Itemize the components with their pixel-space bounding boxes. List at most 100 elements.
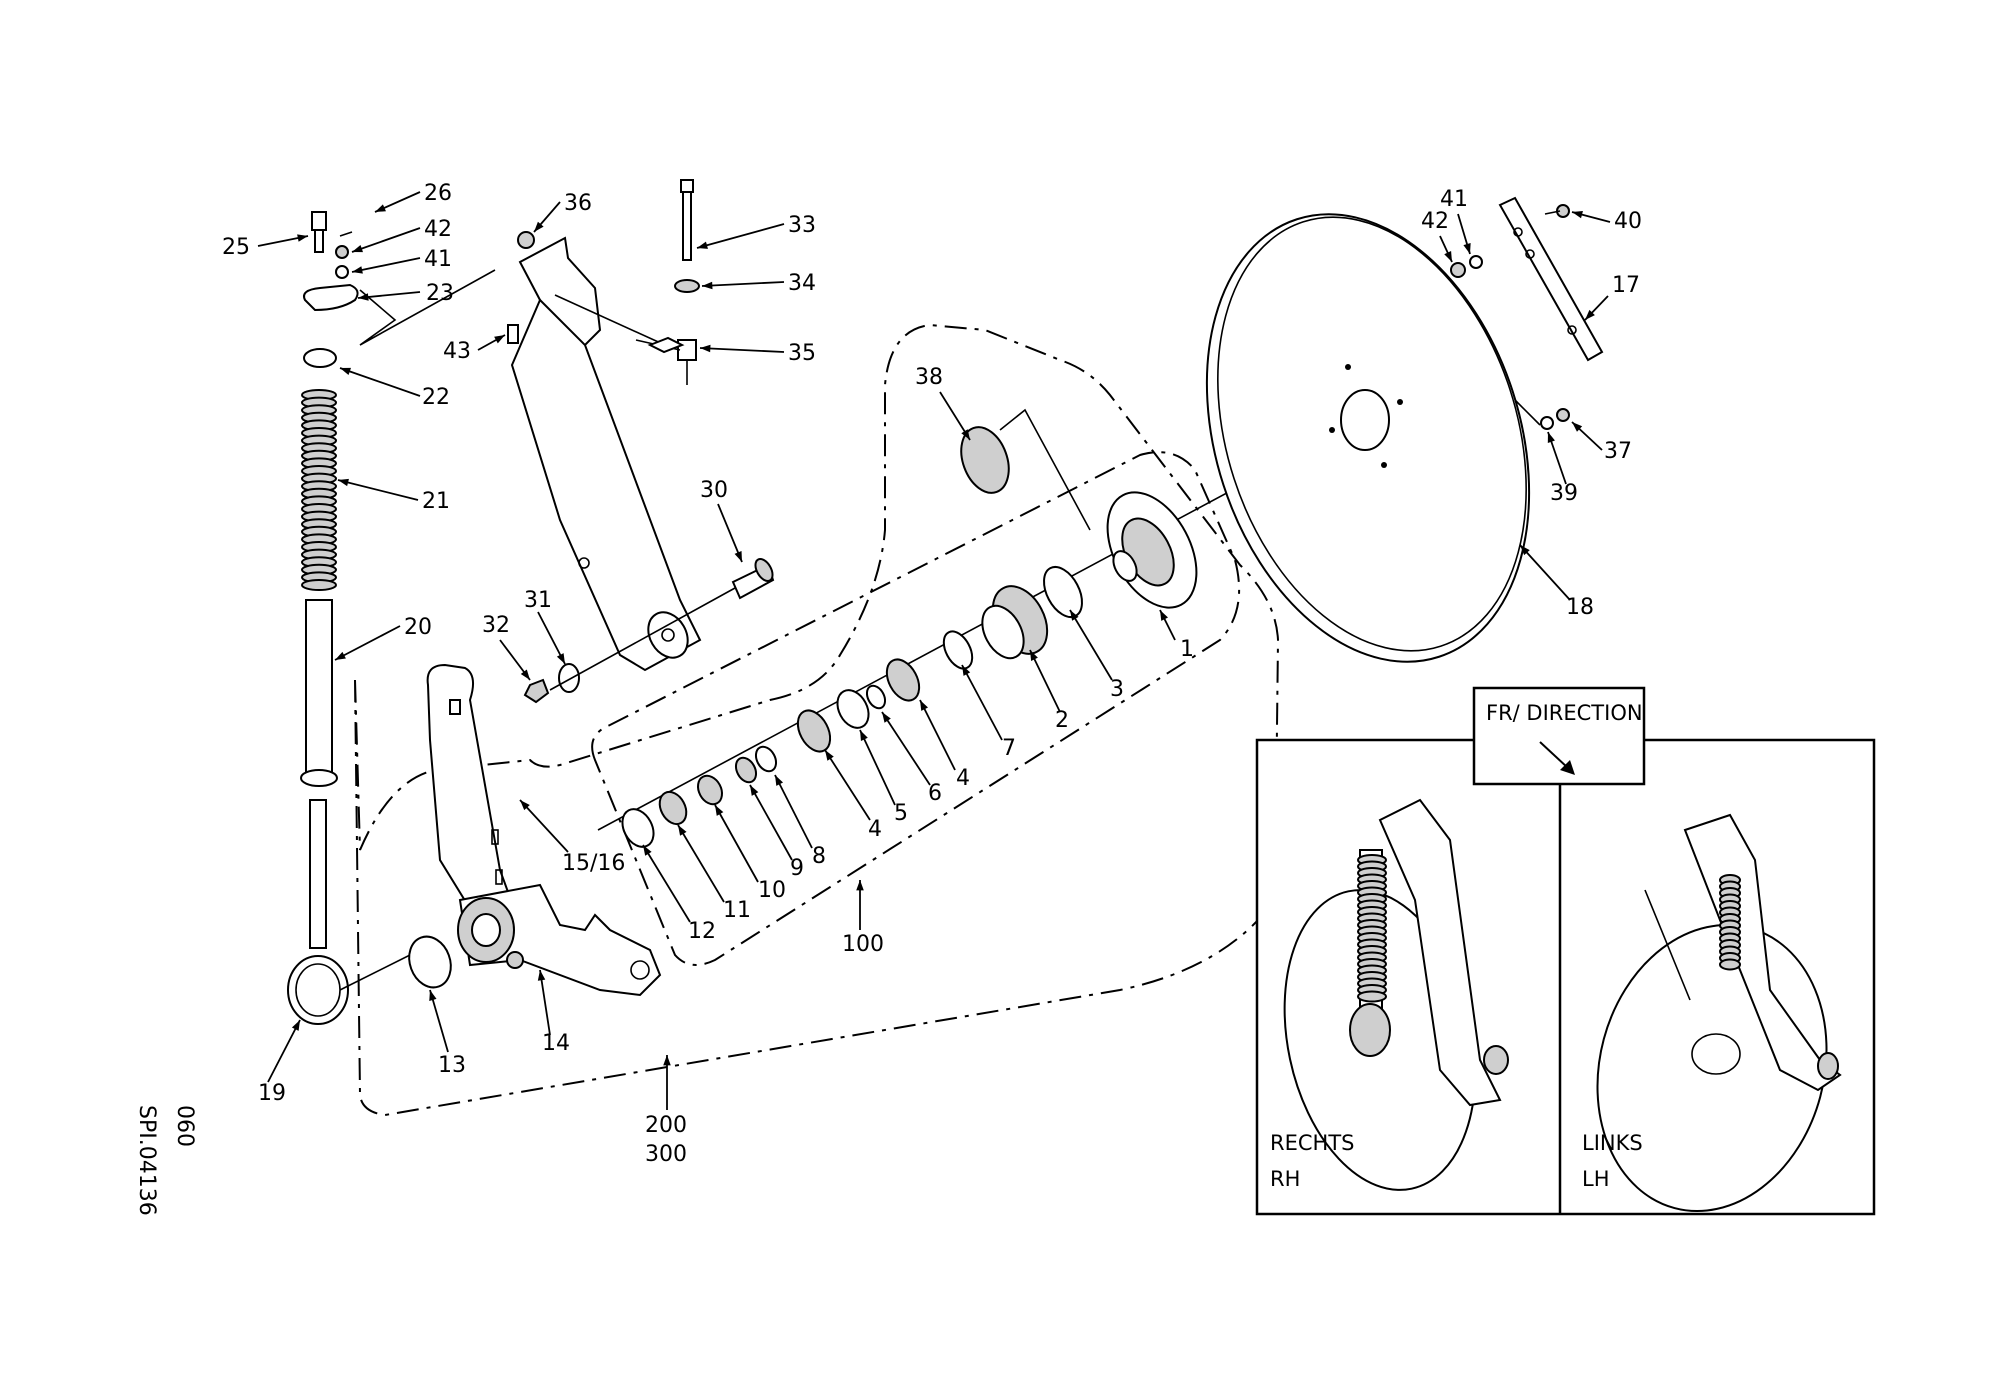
bracket-part-15-16 [426, 663, 522, 926]
leader-4b [824, 749, 871, 821]
leader-15-arrowhead [520, 800, 530, 811]
leader-33 [696, 223, 785, 249]
rod-eye-part-19 [287, 799, 349, 1025]
drawing-code-number: SPI.04136 [134, 1105, 159, 1216]
leader-9 [749, 784, 793, 861]
plate-part-23 [303, 269, 496, 346]
leader-34 [701, 281, 785, 287]
callout-40: 40 [1614, 209, 1642, 234]
leader-18 [1519, 544, 1571, 601]
callout-22: 22 [422, 385, 450, 410]
leader-10-arrowhead [715, 805, 724, 816]
leader-13-arrowhead [429, 990, 437, 1001]
washer-part-41-left [335, 265, 349, 279]
leader-7-arrowhead [962, 665, 971, 676]
callout-12: 12 [688, 919, 716, 944]
label-lh: LH [1582, 1167, 1610, 1191]
scraper-part-17 [1498, 196, 1604, 362]
direction-arrow [1539, 741, 1569, 769]
callout-42-left: 42 [424, 217, 452, 242]
tube-part-20 [300, 599, 338, 787]
leader-42-left [351, 227, 421, 253]
pin-part-26 [339, 231, 353, 237]
arm-bracket [510, 231, 702, 672]
sleeve-part-35 [677, 339, 697, 385]
leader-14 [539, 969, 551, 1036]
callout-300: 300 [645, 1142, 687, 1167]
leader-25-arrowhead [297, 234, 308, 242]
callout-3: 3 [1110, 677, 1124, 702]
leader-2 [1029, 649, 1061, 713]
callout-32: 32 [482, 613, 510, 638]
leader-5-arrowhead [860, 730, 868, 741]
leader-3 [1069, 609, 1113, 681]
lh-unit-part-29 [1596, 813, 1842, 1213]
callout-9: 9 [790, 856, 804, 881]
leader-31-arrowhead [556, 653, 565, 664]
bolt-part-37 [1556, 408, 1570, 422]
nut-part-42-right [1450, 262, 1466, 278]
leader-4a-arrowhead [920, 700, 928, 711]
axle-centerline [597, 434, 1336, 831]
bolt-part-43 [507, 324, 519, 344]
ring-part-13 [408, 935, 452, 989]
leader-42-right-arrowhead [1444, 251, 1452, 262]
leader-4a [919, 699, 956, 771]
washer-part-22 [303, 348, 337, 368]
leader-11 [677, 824, 725, 903]
leader-3-arrowhead [1070, 610, 1079, 621]
leader-12-arrowhead [643, 845, 652, 856]
seal-part-11 [658, 790, 688, 826]
callout-30: 30 [700, 478, 728, 503]
direction-label: FR/ DIRECTION [1486, 701, 1643, 725]
callout-8: 8 [812, 844, 826, 869]
leader-21-arrowhead [338, 478, 349, 487]
nut-part-36 [517, 231, 535, 249]
callout-11: 11 [723, 898, 751, 923]
callout-18: 18 [1566, 595, 1594, 620]
leader-23 [357, 291, 421, 299]
washer-part-34 [674, 279, 700, 293]
callout-15-16: 15/16 [562, 851, 625, 876]
direction-box [1472, 686, 1646, 786]
callout-36: 36 [564, 191, 592, 216]
callout-41-right: 41 [1440, 187, 1468, 212]
leader-22 [339, 367, 421, 397]
bearing-housing-part-2 [981, 585, 1049, 660]
leader-11-arrowhead [678, 825, 687, 836]
drawing-code-060: 060 [172, 1105, 197, 1147]
leader-30-arrowhead [734, 551, 742, 562]
leader-18-arrowhead [1520, 545, 1530, 556]
callout-100: 100 [842, 932, 884, 957]
callout-4b: 4 [868, 817, 882, 842]
disc-part-18 [1205, 213, 1531, 663]
nut-part-10 [697, 774, 723, 806]
callout-33: 33 [788, 213, 816, 238]
callout-25: 25 [222, 235, 250, 260]
spring-part-21 [301, 389, 337, 591]
hub-flange-part-1 [1106, 491, 1198, 609]
leader-eye-to-ring [339, 949, 421, 991]
leader-22-arrowhead [340, 367, 351, 375]
callout-20: 20 [404, 615, 432, 640]
leader-39-arrowhead [1547, 432, 1555, 443]
leader-30 [717, 503, 743, 563]
leader-37-arrowhead [1572, 422, 1583, 432]
callout-41-left: 41 [424, 247, 452, 272]
washer-part-39 [1540, 416, 1554, 430]
leader-13 [429, 989, 449, 1053]
leader-40-arrowhead [1572, 210, 1583, 219]
leader-30-axis [549, 587, 736, 691]
nut-part-32 [523, 678, 550, 704]
leader-100-arrowhead [856, 880, 864, 891]
arm-part-14 [457, 883, 662, 997]
leader-9-arrowhead [750, 785, 759, 796]
ring-part-12 [621, 808, 655, 848]
leader-41-left [351, 257, 421, 273]
callout-13: 13 [438, 1053, 466, 1078]
leader-17-arrowhead [1585, 309, 1595, 320]
bearing-part-4b [796, 709, 832, 753]
leader-6-arrowhead [882, 712, 891, 723]
callout-14: 14 [542, 1031, 570, 1056]
